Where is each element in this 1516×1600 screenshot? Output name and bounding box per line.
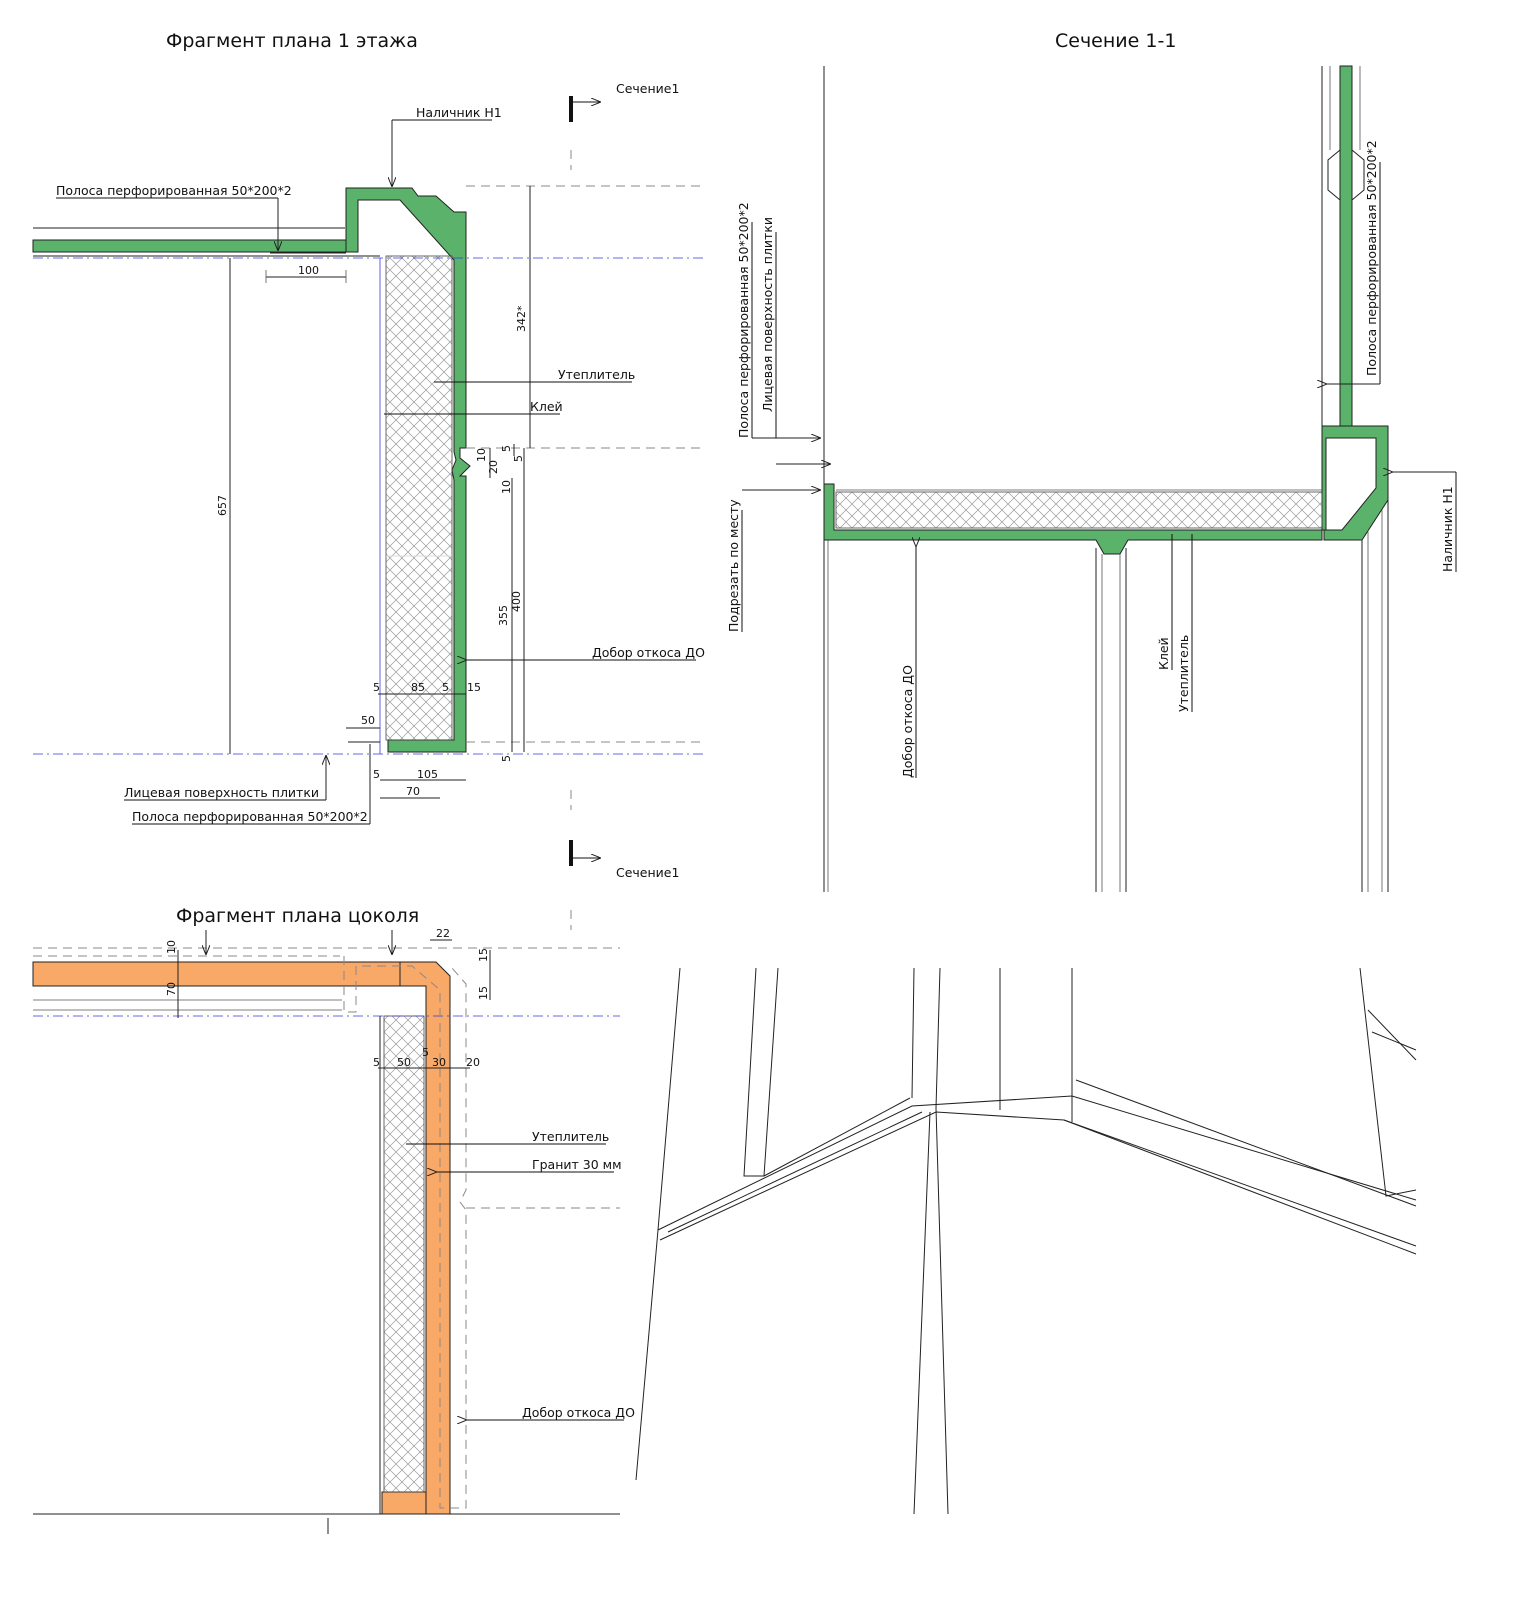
perspective-view [635, 967, 1417, 1515]
dim-105: 105 [417, 768, 438, 781]
wall-green-strip [32, 239, 347, 253]
dim-5d: 5 [442, 681, 449, 694]
plan1-drawing: Сечение1 Сечение1 Полоса перфорированная… [32, 81, 705, 880]
plinth-dim-10: 10 [165, 940, 178, 954]
casing-profile [345, 187, 471, 753]
section-drawing: Полоса перфорированная 50*200*2 Лицевая … [726, 65, 1457, 892]
section-title: Сечение 1-1 [1055, 30, 1176, 52]
section-mark-bottom-label: Сечение1 [616, 865, 679, 880]
plinth-dim-15b: 15 [477, 986, 490, 1000]
plinth-label-granite: Гранит 30 мм [532, 1157, 622, 1172]
plinth-label-insulation: Утеплитель [532, 1129, 609, 1144]
plinth-dim-20: 20 [466, 1056, 480, 1069]
plinth-dim-15a: 15 [477, 948, 490, 962]
plinth-dim-5b: 5 [422, 1046, 429, 1059]
dim-100: 100 [298, 264, 319, 277]
section-wall-strip [1339, 65, 1353, 427]
dim-5f: 5 [373, 768, 380, 781]
dim-70: 70 [406, 785, 420, 798]
plinth-dim-22: 22 [436, 927, 450, 940]
plan1-title: Фрагмент плана 1 этажа [166, 30, 418, 52]
section-label-insulation: Утеплитель [1176, 635, 1191, 712]
section-label-slope-extension: Добор откоса ДО [900, 665, 915, 778]
section-label-strip: Полоса перфорированная 50*200*2 [736, 202, 751, 438]
section-label-strip-right: Полоса перфорированная 50*200*2 [1364, 140, 1379, 376]
dim-10a: 10 [475, 448, 488, 462]
label-insulation: Утеплитель [558, 367, 635, 382]
dim-657: 657 [216, 495, 229, 516]
dim-85: 85 [411, 681, 425, 694]
section-insulation-hatch [835, 491, 1323, 529]
dim-342: 342* [515, 305, 528, 332]
dim-5a: 5 [500, 445, 513, 452]
section-label-glue: Клей [1156, 637, 1171, 670]
label-tile-face: Лицевая поверхность плитки [124, 785, 319, 800]
plinth-label-slope-extension: Добор откоса ДО [522, 1405, 635, 1420]
plinth-drawing: 10 70 22 15 15 5 50 5 30 20 Утеплитель Г… [32, 910, 635, 1534]
label-casing-h1: Наличник Н1 [416, 105, 502, 120]
dim-10b: 10 [500, 480, 513, 494]
plinth-dim-70: 70 [165, 982, 178, 996]
plinth-title: Фрагмент плана цоколя [176, 905, 419, 927]
label-glue: Клей [530, 399, 563, 414]
label-strip-bottom: Полоса перфорированная 50*200*2 [132, 809, 368, 824]
plinth-granite-bottom [381, 1491, 427, 1515]
dim-15: 15 [467, 681, 481, 694]
plinth-dim-5a: 5 [373, 1056, 380, 1069]
section-mark-top: Сечение1 [569, 81, 679, 122]
dim-5e: 5 [500, 755, 513, 762]
label-strip-top: Полоса перфорированная 50*200*2 [56, 183, 292, 198]
dim-5b: 5 [512, 455, 525, 462]
dim-355: 355 [497, 605, 510, 626]
plinth-dim-30: 30 [432, 1056, 446, 1069]
dim-400: 400 [510, 591, 523, 612]
insulation-hatch [385, 255, 453, 741]
dim-5c: 5 [373, 681, 380, 694]
section-label-trim: Подрезать по месту [726, 499, 741, 632]
section-label-casing-h1: Наличник Н1 [1440, 486, 1455, 572]
section-mark-bottom: Сечение1 [569, 840, 679, 880]
plinth-dim-50: 50 [397, 1056, 411, 1069]
label-slope-extension: Добор откоса ДО [592, 645, 705, 660]
section-label-tile-face: Лицевая поверхность плитки [760, 217, 775, 412]
plinth-insulation-hatch [383, 1015, 425, 1493]
dim-20: 20 [487, 460, 500, 474]
dim-50: 50 [361, 714, 375, 727]
section-mark-top-label: Сечение1 [616, 81, 679, 96]
